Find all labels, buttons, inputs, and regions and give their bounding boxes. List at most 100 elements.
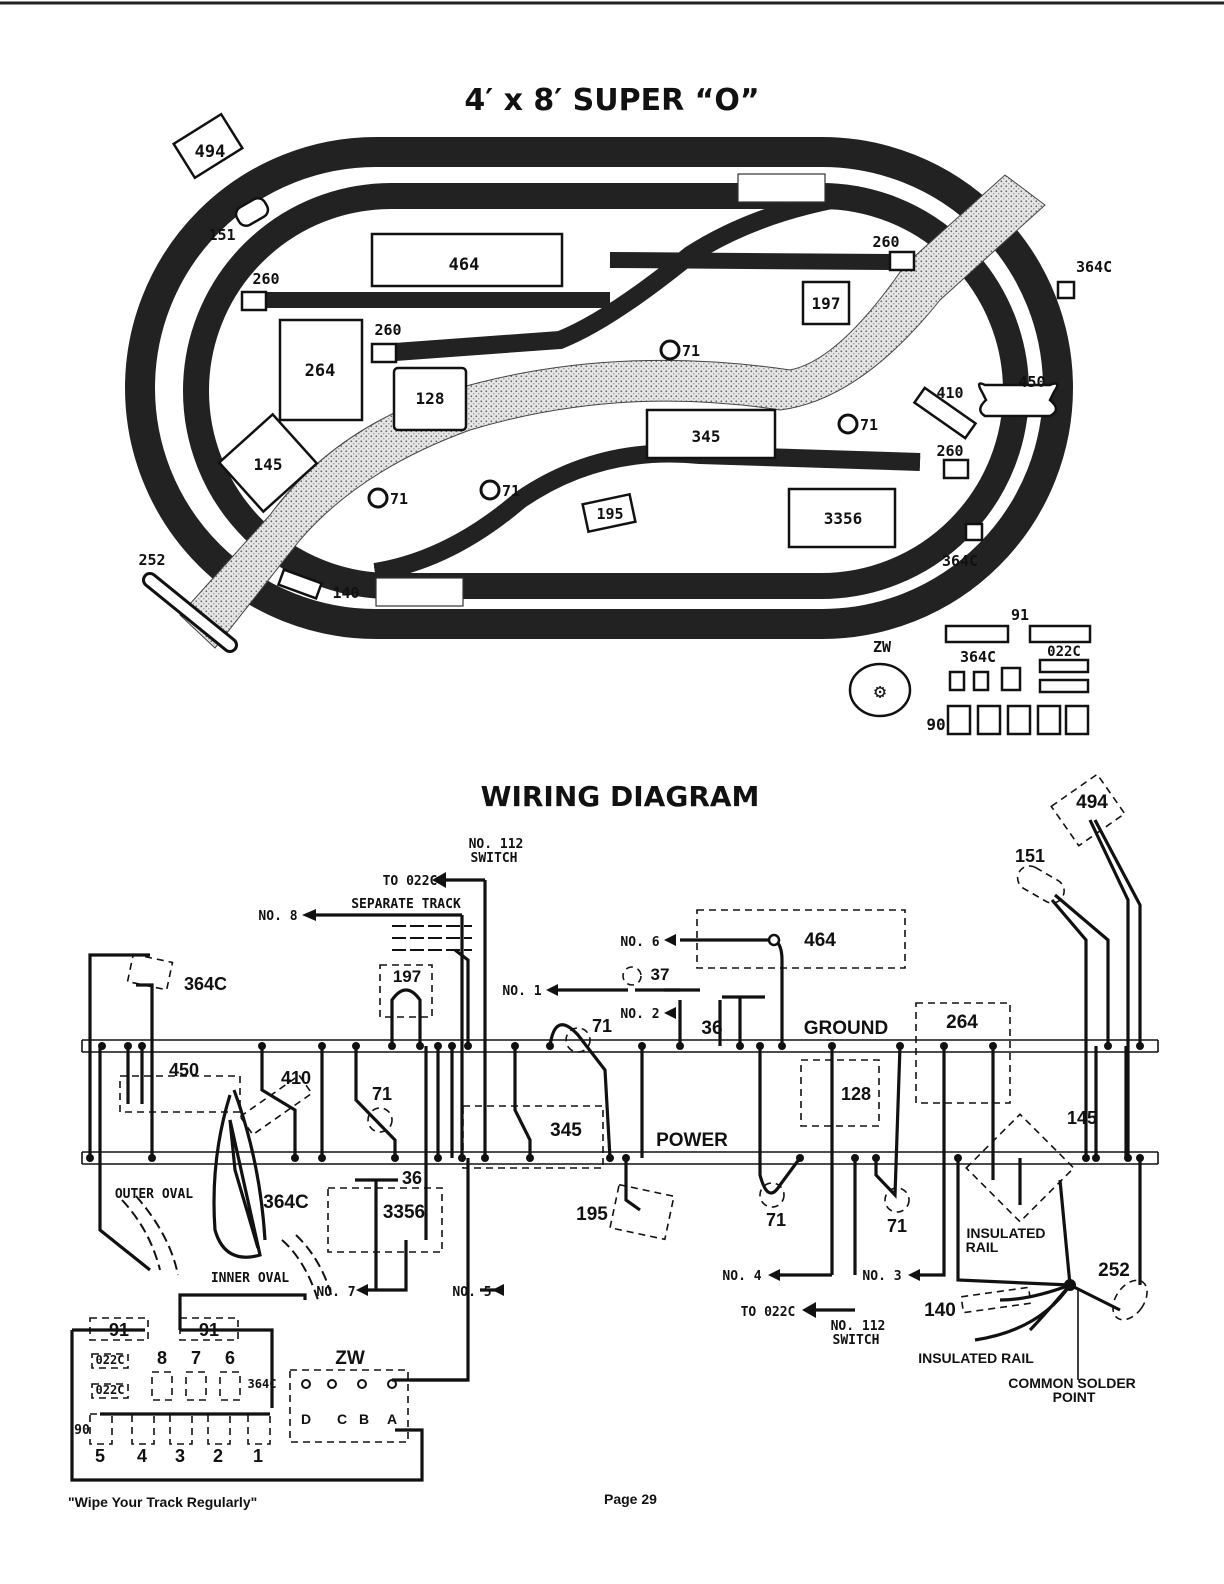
page-number: Page 29	[604, 1491, 657, 1507]
lamp-71-c: 71	[367, 487, 408, 509]
svg-text:INNER OVAL: INNER OVAL	[211, 1271, 289, 1286]
svg-text:91: 91	[1011, 606, 1029, 624]
wiring-252: 252	[1098, 1260, 1148, 1321]
wiring-145: 145	[965, 1108, 1097, 1223]
svg-text:90: 90	[926, 715, 945, 734]
svg-text:260: 260	[872, 233, 899, 251]
svg-text:B: B	[359, 1411, 369, 1427]
svg-text:197: 197	[393, 967, 421, 986]
accessory-364c-bottom: 364C	[942, 522, 984, 570]
svg-text:OUTER OVAL: OUTER OVAL	[115, 1187, 193, 1202]
wiring-title: WIRING DIAGRAM	[481, 780, 760, 813]
svg-text:3356: 3356	[383, 1202, 425, 1223]
svg-text:410: 410	[281, 1068, 311, 1088]
layout-title: 4′ x 8′ SUPER “O”	[464, 83, 759, 118]
accessory-145: 145	[217, 412, 319, 514]
svg-text:37: 37	[651, 965, 670, 984]
svg-text:COMMON SOLDER: COMMON SOLDER	[1008, 1375, 1136, 1391]
svg-text:71: 71	[766, 1210, 786, 1230]
svg-text:RAIL: RAIL	[966, 1239, 999, 1255]
svg-text:36: 36	[701, 1018, 722, 1039]
svg-text:SWITCH: SWITCH	[833, 1333, 880, 1348]
svg-text:195: 195	[576, 1204, 608, 1225]
svg-text:151: 151	[1015, 846, 1045, 866]
wiring-450: 450	[119, 1060, 241, 1113]
svg-text:7: 7	[191, 1348, 201, 1368]
svg-text:NO. 6: NO. 6	[620, 935, 659, 950]
bumper-260-c: 260	[872, 233, 916, 272]
svg-text:252: 252	[1098, 1260, 1130, 1281]
bumper-260-a: 260	[240, 270, 280, 312]
wiring-diagram: WIRING DIAGRAM GROUND POWER NO. 112 SWIT…	[70, 773, 1159, 1482]
footer-slogan: "Wipe Your Track Regularly"	[68, 1494, 258, 1510]
svg-text:71: 71	[390, 490, 408, 508]
svg-text:260: 260	[374, 321, 401, 339]
zw-transformer-icon	[848, 662, 912, 718]
wiring-264: 264	[915, 1002, 1011, 1104]
svg-text:6: 6	[225, 1348, 235, 1368]
wiring-151: 151	[1015, 846, 1065, 904]
svg-text:NO. 1: NO. 1	[502, 984, 541, 999]
accessory-410: 410	[912, 384, 978, 440]
svg-text:GROUND: GROUND	[804, 1018, 888, 1039]
svg-text:197: 197	[812, 294, 841, 313]
accessory-345: 345	[645, 408, 777, 460]
accessory-195: 195	[581, 492, 637, 534]
svg-text:450: 450	[169, 1060, 199, 1080]
accessory-252: 252	[138, 551, 238, 653]
accessory-197: 197	[801, 280, 851, 326]
svg-text:494: 494	[195, 142, 226, 162]
wiring-128: 128	[800, 1059, 880, 1127]
svg-text:260: 260	[252, 270, 279, 288]
svg-text:3: 3	[175, 1446, 185, 1466]
svg-text:140: 140	[332, 584, 359, 602]
roadway	[179, 174, 1046, 649]
overpass-bottom	[375, 577, 464, 607]
accessory-494: 494	[171, 112, 245, 180]
accessory-264: 264	[278, 318, 364, 422]
svg-text:022C: 022C	[96, 1383, 125, 1397]
wiring-71-c: 71	[759, 1182, 786, 1230]
svg-text:022C: 022C	[96, 1353, 125, 1367]
control-panel: 91 91 ZW 022C 022C 364C 90 8 7 6 5 4 3 2	[70, 1317, 468, 1482]
svg-text:71: 71	[502, 482, 520, 500]
svg-text:71: 71	[372, 1084, 392, 1104]
controls-legend: 91 ZW ⚙ 364C 022C 90	[848, 606, 1092, 736]
svg-text:POWER: POWER	[656, 1130, 728, 1151]
outer-oval-track	[125, 137, 1073, 639]
accessory-151: 151	[208, 197, 270, 244]
lamp-71-a: 71	[659, 339, 700, 361]
wiring-464: 464 NO. 6	[620, 909, 906, 969]
accessory-128: 128	[392, 366, 468, 432]
svg-text:364C: 364C	[942, 552, 978, 570]
svg-text:NO. 2: NO. 2	[620, 1007, 659, 1022]
svg-text:INSULATED: INSULATED	[966, 1225, 1045, 1241]
svg-text:A: A	[387, 1411, 397, 1427]
wiring-71-b: 71	[565, 1016, 612, 1053]
svg-text:145: 145	[254, 455, 283, 474]
svg-text:NO. 112: NO. 112	[831, 1319, 886, 1334]
svg-text:022C: 022C	[1047, 644, 1081, 660]
svg-text:71: 71	[887, 1216, 907, 1236]
svg-text:3356: 3356	[824, 509, 863, 528]
svg-text:91: 91	[199, 1320, 219, 1340]
accessory-140: 140	[276, 568, 360, 602]
svg-text:2: 2	[213, 1446, 223, 1466]
svg-text:364C: 364C	[184, 974, 227, 994]
wiring-140: 140	[924, 1286, 1032, 1321]
wiring-71-d: 71	[884, 1187, 910, 1236]
svg-text:464: 464	[449, 255, 480, 275]
bumper-260-d: 260	[936, 442, 970, 480]
svg-text:5: 5	[95, 1446, 105, 1466]
svg-text:SEPARATE TRACK: SEPARATE TRACK	[351, 897, 461, 912]
svg-text:NO. 5: NO. 5	[452, 1285, 491, 1300]
wiring-345: 345	[462, 1105, 604, 1169]
lamp-71-b: 71	[837, 413, 878, 435]
wiring-494: 494	[1050, 773, 1126, 847]
svg-text:252: 252	[138, 551, 165, 569]
svg-text:364C: 364C	[1076, 258, 1112, 276]
svg-text:90: 90	[74, 1423, 90, 1438]
svg-text:TO 022C: TO 022C	[383, 874, 438, 889]
wiring-3356: 3356 36	[327, 1168, 443, 1253]
